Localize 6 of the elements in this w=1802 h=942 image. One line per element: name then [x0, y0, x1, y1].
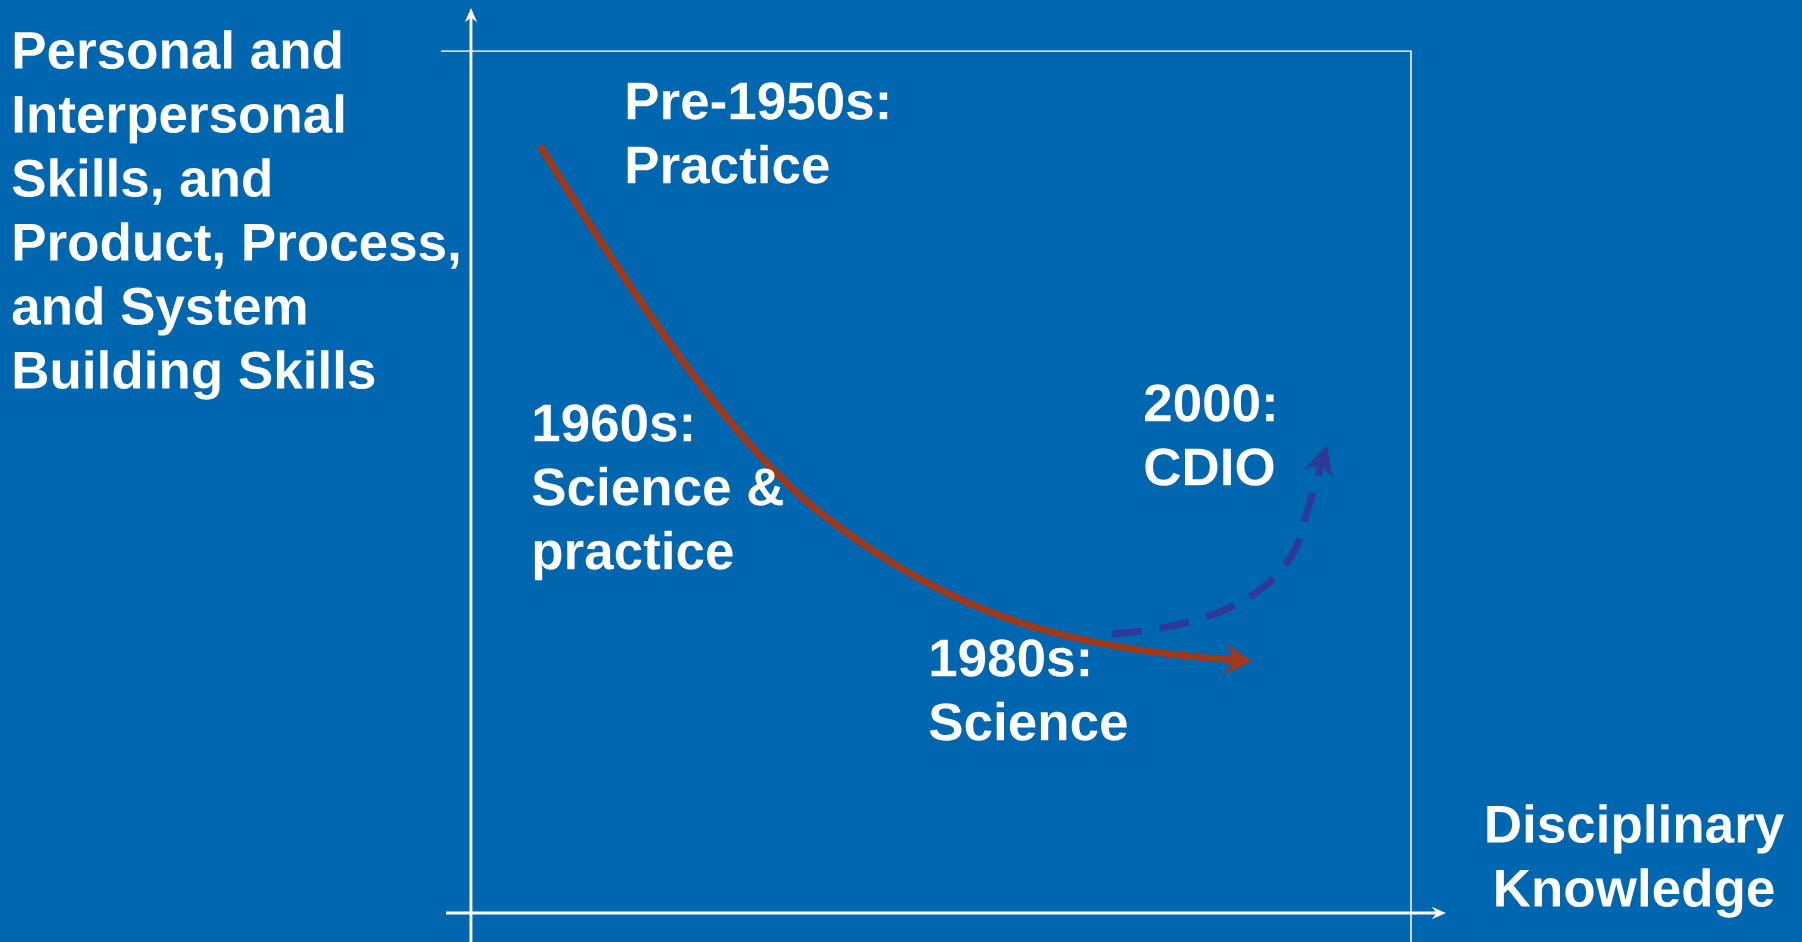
axis-label: Personal and Interpersonal Skills, and Product, Process, and System Building Skills: [12, 30, 459, 400]
era-label: Pre-1950s: Practice: [627, 82, 888, 184]
era-label: 1960s: Science & practice: [532, 404, 783, 581]
era-label: 1980s: Science: [929, 639, 1127, 741]
axis-label: Disciplinary Knowledge: [1487, 804, 1784, 918]
era-label: 2000: CDIO: [1145, 384, 1274, 486]
